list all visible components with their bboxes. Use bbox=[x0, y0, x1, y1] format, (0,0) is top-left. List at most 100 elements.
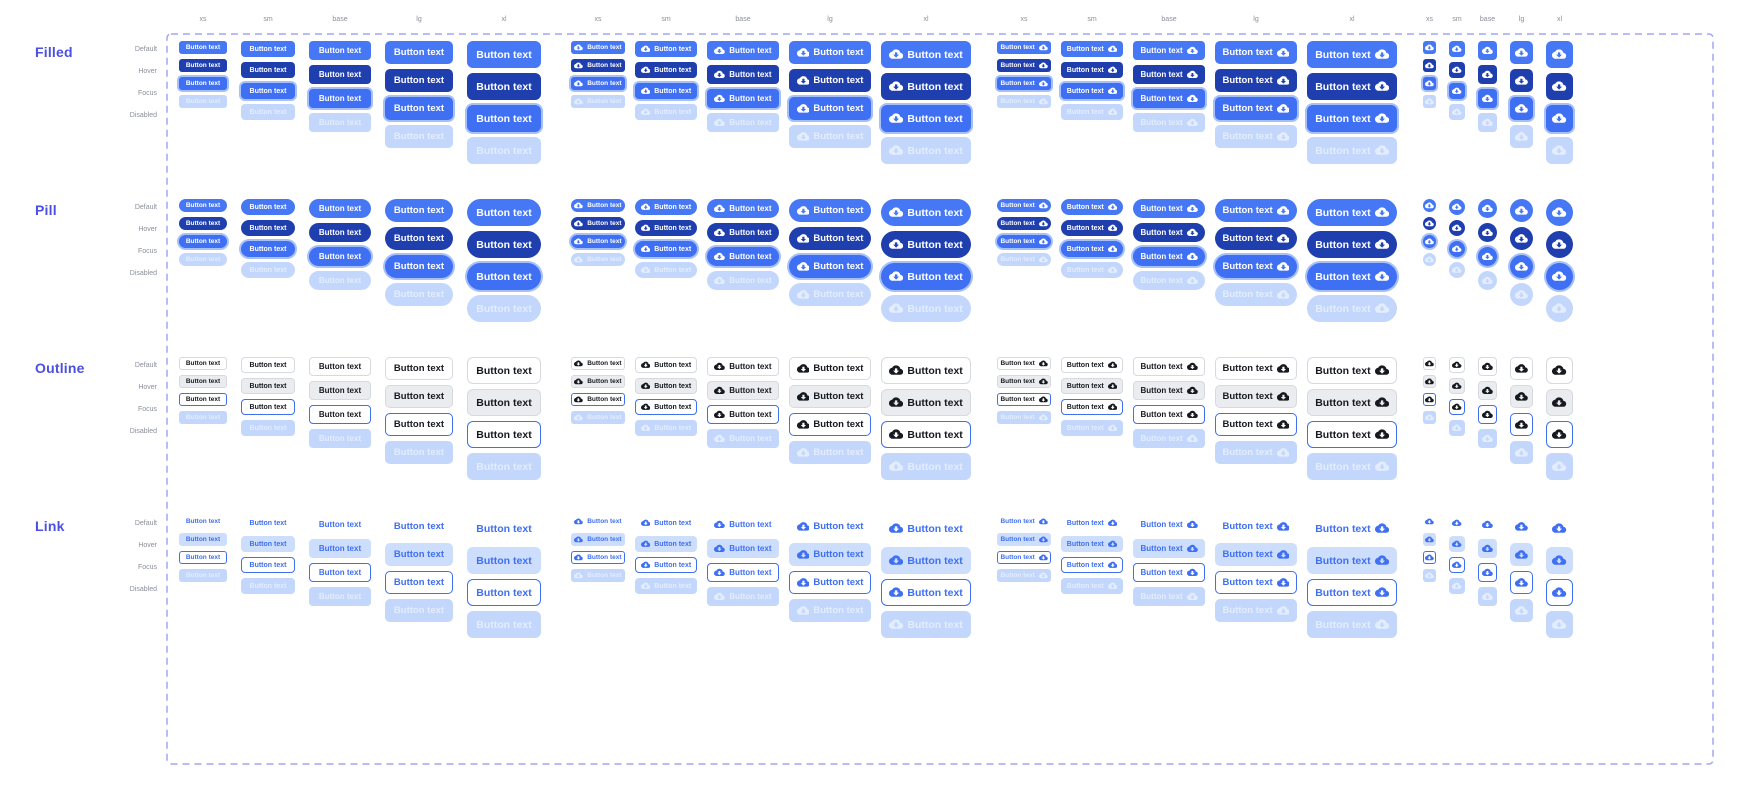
filled-text-only-xs-default-button[interactable]: Button text bbox=[179, 41, 227, 54]
pill-text-only-sm-hover-button[interactable]: Button text bbox=[241, 220, 295, 236]
outline-text-only-xs-focus-button[interactable]: Button text bbox=[179, 393, 227, 406]
outline-icon-trailing-xl-hover-button[interactable]: Button text bbox=[1307, 389, 1397, 416]
filled-icon-only-sm-focus-button[interactable] bbox=[1449, 83, 1465, 99]
filled-icon-trailing-xs-disabled-button[interactable]: Button text bbox=[997, 95, 1051, 108]
link-icon-leading-base-default-button[interactable]: Button text bbox=[707, 515, 779, 534]
filled-icon-leading-xl-focus-button[interactable]: Button text bbox=[881, 105, 971, 132]
filled-text-only-lg-hover-button[interactable]: Button text bbox=[385, 69, 453, 92]
pill-icon-trailing-base-focus-button[interactable]: Button text bbox=[1133, 247, 1205, 266]
pill-icon-trailing-xl-default-button[interactable]: Button text bbox=[1307, 199, 1397, 226]
pill-icon-only-xl-hover-button[interactable] bbox=[1546, 231, 1573, 258]
filled-icon-trailing-xs-default-button[interactable]: Button text bbox=[997, 41, 1051, 54]
link-icon-trailing-lg-hover-button[interactable]: Button text bbox=[1215, 543, 1297, 566]
filled-text-only-xl-disabled-button[interactable]: Button text bbox=[467, 137, 541, 164]
link-icon-leading-base-disabled-button[interactable]: Button text bbox=[707, 587, 779, 606]
filled-text-only-xs-disabled-button[interactable]: Button text bbox=[179, 95, 227, 108]
outline-icon-only-lg-default-button[interactable] bbox=[1510, 357, 1533, 380]
outline-text-only-base-disabled-button[interactable]: Button text bbox=[309, 429, 371, 448]
link-icon-leading-xs-default-button[interactable]: Button text bbox=[571, 515, 625, 528]
link-icon-leading-base-focus-button[interactable]: Button text bbox=[707, 563, 779, 582]
link-icon-only-xs-hover-button[interactable] bbox=[1423, 533, 1436, 546]
outline-icon-leading-base-hover-button[interactable]: Button text bbox=[707, 381, 779, 400]
outline-icon-trailing-base-focus-button[interactable]: Button text bbox=[1133, 405, 1205, 424]
pill-icon-trailing-sm-hover-button[interactable]: Button text bbox=[1061, 220, 1123, 236]
outline-icon-trailing-xl-disabled-button[interactable]: Button text bbox=[1307, 453, 1397, 480]
filled-text-only-xl-default-button[interactable]: Button text bbox=[467, 41, 541, 68]
filled-icon-only-xs-hover-button[interactable] bbox=[1423, 59, 1436, 72]
outline-icon-leading-lg-hover-button[interactable]: Button text bbox=[789, 385, 871, 408]
outline-icon-trailing-xs-default-button[interactable]: Button text bbox=[997, 357, 1051, 370]
link-text-only-sm-focus-button[interactable]: Button text bbox=[241, 557, 295, 573]
pill-icon-leading-base-hover-button[interactable]: Button text bbox=[707, 223, 779, 242]
outline-text-only-sm-disabled-button[interactable]: Button text bbox=[241, 420, 295, 436]
outline-icon-trailing-xl-focus-button[interactable]: Button text bbox=[1307, 421, 1397, 448]
link-text-only-xs-disabled-button[interactable]: Button text bbox=[179, 569, 227, 582]
outline-icon-trailing-sm-hover-button[interactable]: Button text bbox=[1061, 378, 1123, 394]
link-icon-trailing-xl-hover-button[interactable]: Button text bbox=[1307, 547, 1397, 574]
link-text-only-base-default-button[interactable]: Button text bbox=[309, 515, 371, 534]
filled-icon-leading-base-disabled-button[interactable]: Button text bbox=[707, 113, 779, 132]
link-icon-trailing-xs-default-button[interactable]: Button text bbox=[997, 515, 1051, 528]
outline-icon-trailing-sm-focus-button[interactable]: Button text bbox=[1061, 399, 1123, 415]
filled-icon-leading-xl-hover-button[interactable]: Button text bbox=[881, 73, 971, 100]
pill-text-only-xl-disabled-button[interactable]: Button text bbox=[467, 295, 541, 322]
link-text-only-lg-focus-button[interactable]: Button text bbox=[385, 571, 453, 594]
outline-icon-only-base-disabled-button[interactable] bbox=[1478, 429, 1497, 448]
link-icon-only-sm-focus-button[interactable] bbox=[1449, 557, 1465, 573]
pill-icon-leading-sm-default-button[interactable]: Button text bbox=[635, 199, 697, 215]
outline-icon-only-xs-disabled-button[interactable] bbox=[1423, 411, 1436, 424]
outline-text-only-lg-default-button[interactable]: Button text bbox=[385, 357, 453, 380]
link-icon-trailing-xl-focus-button[interactable]: Button text bbox=[1307, 579, 1397, 606]
link-icon-trailing-sm-hover-button[interactable]: Button text bbox=[1061, 536, 1123, 552]
outline-icon-trailing-xl-default-button[interactable]: Button text bbox=[1307, 357, 1397, 384]
outline-text-only-xl-hover-button[interactable]: Button text bbox=[467, 389, 541, 416]
filled-icon-trailing-base-default-button[interactable]: Button text bbox=[1133, 41, 1205, 60]
filled-icon-only-sm-hover-button[interactable] bbox=[1449, 62, 1465, 78]
outline-icon-trailing-base-default-button[interactable]: Button text bbox=[1133, 357, 1205, 376]
link-icon-leading-sm-focus-button[interactable]: Button text bbox=[635, 557, 697, 573]
pill-icon-trailing-lg-default-button[interactable]: Button text bbox=[1215, 199, 1297, 222]
pill-text-only-xs-default-button[interactable]: Button text bbox=[179, 199, 227, 212]
pill-icon-only-base-disabled-button[interactable] bbox=[1478, 271, 1497, 290]
pill-icon-leading-lg-focus-button[interactable]: Button text bbox=[789, 255, 871, 278]
link-text-only-base-hover-button[interactable]: Button text bbox=[309, 539, 371, 558]
pill-icon-trailing-base-default-button[interactable]: Button text bbox=[1133, 199, 1205, 218]
link-icon-only-sm-default-button[interactable] bbox=[1449, 515, 1465, 531]
outline-icon-leading-sm-disabled-button[interactable]: Button text bbox=[635, 420, 697, 436]
link-text-only-xs-focus-button[interactable]: Button text bbox=[179, 551, 227, 564]
pill-icon-trailing-lg-focus-button[interactable]: Button text bbox=[1215, 255, 1297, 278]
outline-icon-trailing-lg-focus-button[interactable]: Button text bbox=[1215, 413, 1297, 436]
filled-icon-trailing-xs-hover-button[interactable]: Button text bbox=[997, 59, 1051, 72]
filled-icon-trailing-sm-hover-button[interactable]: Button text bbox=[1061, 62, 1123, 78]
filled-icon-trailing-base-disabled-button[interactable]: Button text bbox=[1133, 113, 1205, 132]
pill-icon-trailing-xs-disabled-button[interactable]: Button text bbox=[997, 253, 1051, 266]
filled-icon-trailing-lg-focus-button[interactable]: Button text bbox=[1215, 97, 1297, 120]
outline-icon-trailing-xs-hover-button[interactable]: Button text bbox=[997, 375, 1051, 388]
outline-icon-only-xs-hover-button[interactable] bbox=[1423, 375, 1436, 388]
filled-icon-leading-xl-default-button[interactable]: Button text bbox=[881, 41, 971, 68]
outline-icon-leading-xs-disabled-button[interactable]: Button text bbox=[571, 411, 625, 424]
filled-icon-leading-lg-disabled-button[interactable]: Button text bbox=[789, 125, 871, 148]
outline-icon-leading-base-disabled-button[interactable]: Button text bbox=[707, 429, 779, 448]
outline-text-only-lg-disabled-button[interactable]: Button text bbox=[385, 441, 453, 464]
filled-icon-only-xl-default-button[interactable] bbox=[1546, 41, 1573, 68]
link-icon-trailing-sm-default-button[interactable]: Button text bbox=[1061, 515, 1123, 531]
pill-icon-only-xs-hover-button[interactable] bbox=[1423, 217, 1436, 230]
outline-icon-leading-lg-default-button[interactable]: Button text bbox=[789, 357, 871, 380]
link-icon-leading-lg-focus-button[interactable]: Button text bbox=[789, 571, 871, 594]
filled-icon-leading-sm-focus-button[interactable]: Button text bbox=[635, 83, 697, 99]
outline-text-only-xl-disabled-button[interactable]: Button text bbox=[467, 453, 541, 480]
link-text-only-lg-disabled-button[interactable]: Button text bbox=[385, 599, 453, 622]
link-icon-only-xl-disabled-button[interactable] bbox=[1546, 611, 1573, 638]
pill-icon-only-lg-default-button[interactable] bbox=[1510, 199, 1533, 222]
pill-icon-only-xl-default-button[interactable] bbox=[1546, 199, 1573, 226]
outline-icon-trailing-base-disabled-button[interactable]: Button text bbox=[1133, 429, 1205, 448]
filled-icon-leading-xs-disabled-button[interactable]: Button text bbox=[571, 95, 625, 108]
filled-icon-only-xl-disabled-button[interactable] bbox=[1546, 137, 1573, 164]
filled-text-only-xs-hover-button[interactable]: Button text bbox=[179, 59, 227, 72]
link-icon-leading-lg-hover-button[interactable]: Button text bbox=[789, 543, 871, 566]
link-text-only-sm-default-button[interactable]: Button text bbox=[241, 515, 295, 531]
outline-text-only-xs-disabled-button[interactable]: Button text bbox=[179, 411, 227, 424]
filled-text-only-base-hover-button[interactable]: Button text bbox=[309, 65, 371, 84]
filled-icon-only-xl-hover-button[interactable] bbox=[1546, 73, 1573, 100]
